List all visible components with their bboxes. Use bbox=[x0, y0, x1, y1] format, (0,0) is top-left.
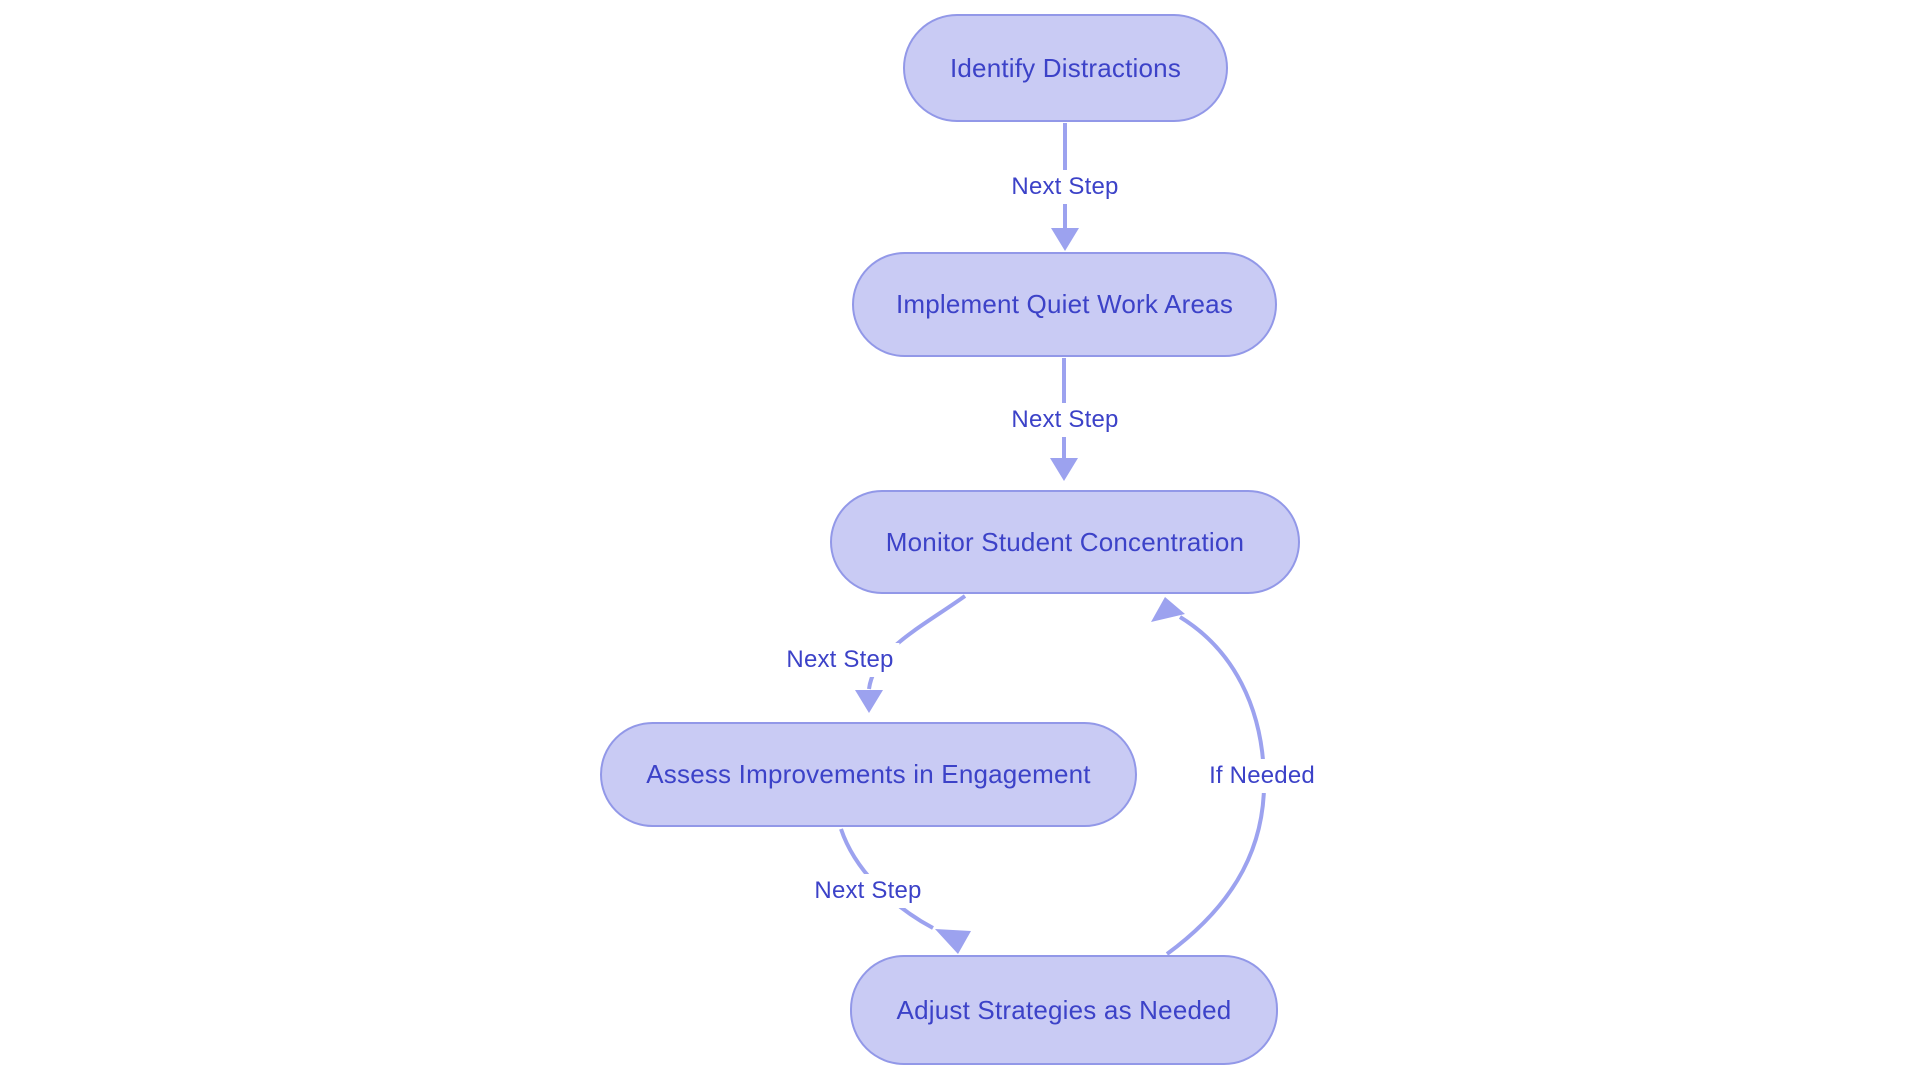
node-label: Identify Distractions bbox=[949, 52, 1182, 83]
arrowhead-down-icon bbox=[1050, 458, 1078, 481]
node-assess-improvements-engagement: Assess Improvements in Engagement bbox=[600, 722, 1137, 827]
node-monitor-student-concentration: Monitor Student Concentration bbox=[830, 490, 1300, 594]
node-label: Monitor Student Concentration bbox=[885, 526, 1245, 557]
node-label: Assess Improvements in Engagement bbox=[646, 759, 1091, 789]
edge-label-next-step-3: Next Step bbox=[780, 643, 900, 677]
arrowhead-down-icon bbox=[855, 690, 883, 713]
edge-label-if-needed: If Needed bbox=[1203, 759, 1321, 793]
arrowhead-down-icon bbox=[1051, 228, 1079, 251]
node-label: Implement Quiet Work Areas bbox=[895, 289, 1234, 319]
node-label: Adjust Strategies as Needed bbox=[896, 994, 1232, 1025]
node-adjust-strategies-as-needed: Adjust Strategies as Needed bbox=[850, 955, 1278, 1065]
edge-label-next-step-2: Next Step bbox=[1005, 403, 1125, 437]
arrowhead-up-icon bbox=[1151, 597, 1185, 622]
node-identify-distractions: Identify Distractions bbox=[903, 14, 1228, 122]
arrowhead-down-right-icon bbox=[935, 929, 971, 954]
edge-label-next-step-4: Next Step bbox=[808, 874, 928, 908]
node-implement-quiet-work-areas: Implement Quiet Work Areas bbox=[852, 252, 1277, 357]
edge-label-next-step-1: Next Step bbox=[1005, 170, 1125, 204]
